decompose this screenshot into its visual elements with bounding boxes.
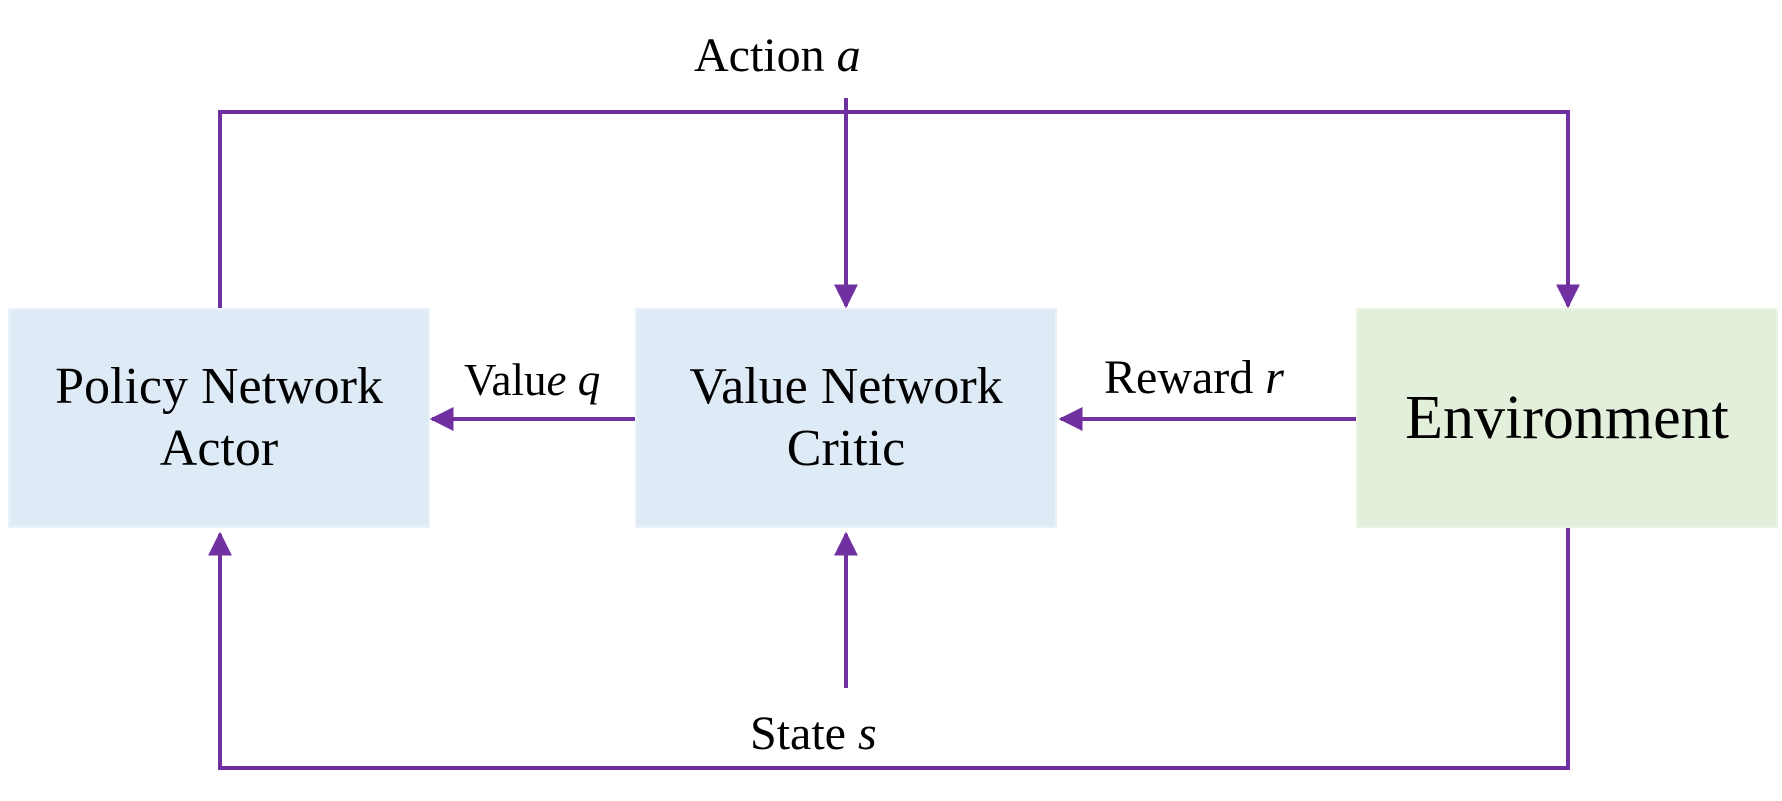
value-network-role: Critic [786,420,906,477]
reward-label: Reward r [1104,354,1284,402]
action-label: Action a [694,32,861,80]
policy-network-box: Policy Network Actor [8,308,430,528]
state-label-text: State [750,707,858,760]
policy-network-role: Actor [159,420,279,477]
environment-box: Environment [1356,308,1778,528]
state-loop-line [208,528,1570,770]
value-network-title: Value Network [689,357,1003,415]
environment-label: Environment [1405,383,1729,452]
action-label-text: Action [694,29,837,82]
value-label: Value q [464,358,600,403]
state-label: State s [750,710,877,758]
state-variable: s [857,707,877,760]
value-variable: e q [546,355,601,405]
action-loop-line [218,110,1580,309]
action-variable: a [836,29,861,82]
reward-variable: r [1265,351,1284,404]
policy-network-title: Policy Network [55,357,383,415]
reward-label-text: Reward [1104,351,1266,404]
value-label-text: Valu [464,355,547,405]
value-network-box: Value Network Critic [635,308,1057,528]
